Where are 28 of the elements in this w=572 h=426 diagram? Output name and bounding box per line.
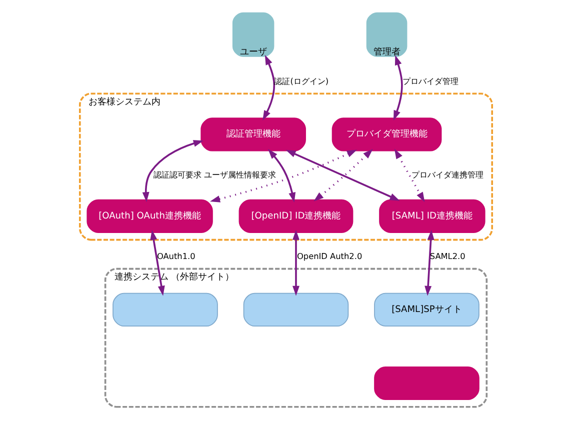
- arrow: [262, 54, 276, 120]
- arrow: [314, 149, 373, 202]
- arrow: [394, 55, 403, 120]
- node-box: [SAML] ID連携機能: [379, 199, 486, 233]
- edge-label: プロバイダ管理: [402, 76, 458, 86]
- arrow: [292, 230, 300, 296]
- node-box: ユーザ: [232, 11, 276, 58]
- node-box: [SAML]SPサイト: [374, 292, 480, 326]
- arrow: [268, 149, 296, 202]
- arrow: [142, 140, 204, 202]
- node-box: [112, 292, 218, 326]
- node-box: プロバイダ管理機能: [332, 118, 442, 152]
- edge-label: OAuth1.0: [156, 251, 196, 262]
- arrow: [286, 150, 400, 201]
- arrow: [150, 230, 165, 296]
- edge-label: SAML2.0: [430, 251, 466, 262]
- node-box: [OAuth] OAuth連携機能: [86, 199, 213, 233]
- arrow: [424, 230, 434, 296]
- node-box: [OpenID] ID連携機能: [238, 199, 354, 233]
- node-box: [374, 366, 480, 400]
- node-box: 認証管理機能: [200, 118, 306, 152]
- edge-label: OpenID Auth2.0: [297, 251, 362, 262]
- node-box: 管理者: [365, 11, 408, 58]
- arrow: [210, 150, 357, 202]
- arrow: [394, 148, 425, 202]
- edge-label: プロバイダ連携管理: [412, 169, 484, 180]
- node-box: [243, 292, 349, 326]
- edge-label: 認証認可要求 ユーザ属性情報要求: [153, 169, 276, 180]
